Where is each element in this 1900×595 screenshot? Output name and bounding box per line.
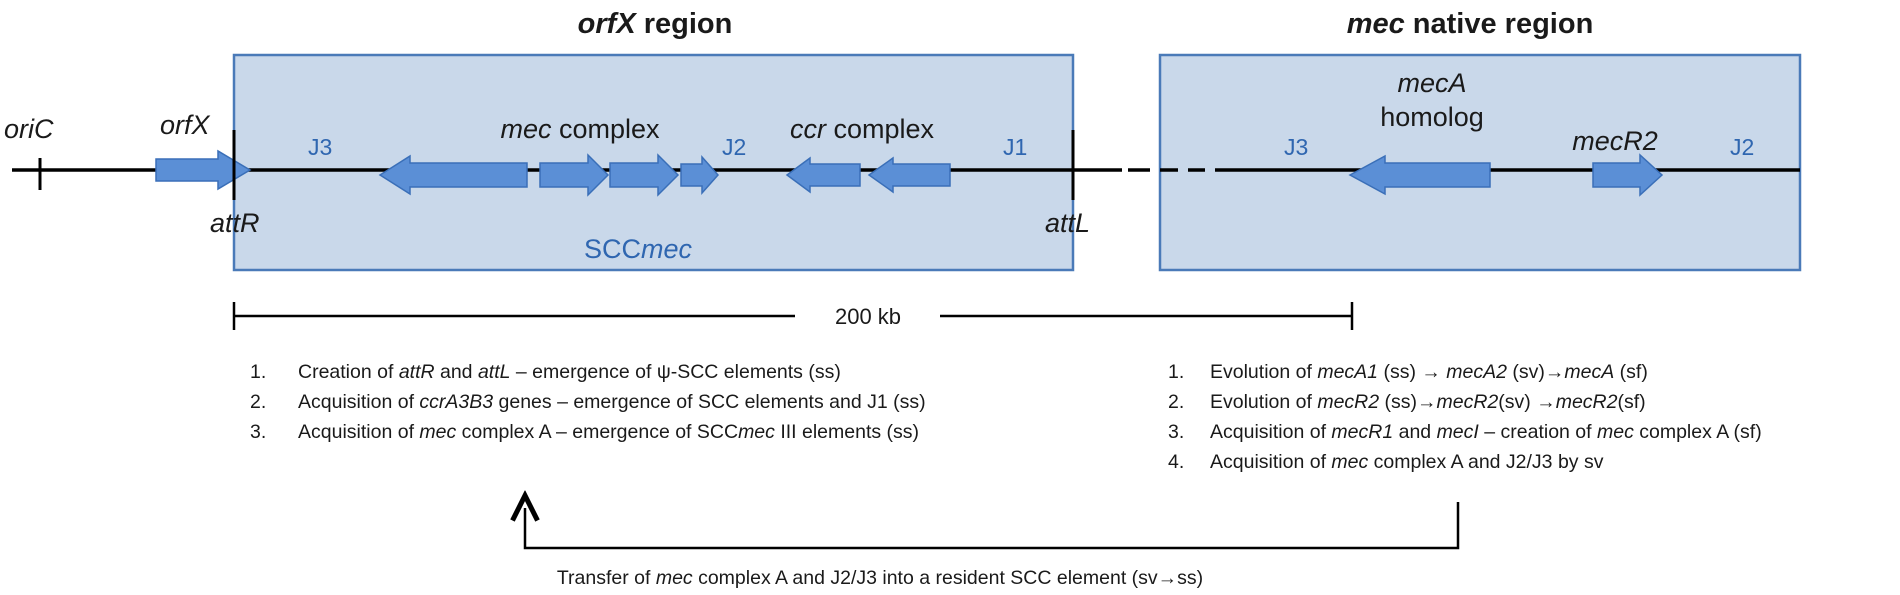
rich-text-run: Creation of [298, 361, 399, 383]
rich-text-run: Acquisition of [1210, 421, 1331, 443]
rich-text-run: and [1393, 421, 1436, 443]
rich-text-run: Transfer of [557, 567, 656, 589]
rich-text-run: Evolution of [1210, 391, 1317, 413]
rich-text-run: – emergence of ψ-SCC elements (ss) [510, 361, 840, 383]
rich-text-run: sv [1584, 451, 1604, 473]
rich-text-run: and [435, 361, 478, 383]
rich-text-run: mecI [1437, 421, 1480, 443]
rich-text-run: attR [399, 361, 435, 383]
rich-text-run: mecA2 [1446, 361, 1507, 383]
rich-text-run: mec [1597, 421, 1634, 443]
mecr2-label: mecR2 [1572, 126, 1658, 156]
step-text: Acquisition of mecR1 and mecI – creation… [1210, 421, 1762, 443]
step-number: 1. [250, 361, 266, 383]
sccmec-label: SCCmec [584, 234, 693, 264]
rich-text-run: Acquisition of [298, 391, 419, 413]
right-steps-list: 1.Evolution of mecA1 (ss) → mecA2 (sv)→m… [1168, 361, 1762, 473]
rich-text-run: mecA1 [1317, 361, 1378, 383]
mec-complex-label: mec complex [500, 114, 660, 144]
rich-text-run: (sf) [1617, 391, 1645, 413]
mec-gene-arrow-left [378, 154, 528, 196]
ccr-complex-label: ccr complex [790, 114, 935, 144]
rich-text-run: (sv) → [1498, 391, 1555, 413]
rich-text-run: mecR2 [1317, 391, 1379, 413]
rich-text-run: Acquisition of [298, 421, 419, 443]
orfx-j2-label: J2 [722, 134, 746, 160]
rich-text-run: III elements (ss) [775, 421, 919, 443]
rich-text-run: (ss)→ [1379, 391, 1436, 413]
rich-text-run: Acquisition of [1210, 451, 1331, 473]
rich-text-run: complex A (sf) [1634, 421, 1762, 443]
transfer-connector-line [525, 502, 1460, 550]
rich-text-run: mec [656, 567, 693, 589]
rich-text-run: complex A and J2/J3 by [1368, 451, 1584, 473]
ccr-gene-arrow-2 [867, 156, 951, 194]
rich-text-run: mecA [1564, 361, 1614, 383]
rich-text-run: complex A – emergence of SCC [456, 421, 738, 443]
step-text: Evolution of mecA1 (ss) → mecA2 (sv)→mec… [1210, 361, 1648, 383]
step-number: 3. [250, 421, 266, 443]
ccr-gene-arrow-1 [785, 156, 861, 194]
step-text: Creation of attR and attL – emergence of… [298, 361, 841, 383]
attr-label: attR [210, 208, 260, 238]
step-text: Acquisition of mec complex A and J2/J3 b… [1210, 451, 1604, 473]
scale-bar-label: 200 kb [835, 304, 901, 329]
mec-gene-arrow-right-3 [680, 155, 720, 195]
rich-text-run: mecR2 [1556, 391, 1618, 413]
orfx-region-title: orfX region [578, 8, 733, 40]
orfx-label: orfX [160, 110, 211, 140]
oric-label: oriC [4, 114, 54, 144]
step-number: 1. [1168, 361, 1184, 383]
rich-text-run: – creation of [1479, 421, 1597, 443]
step-text: Evolution of mecR2 (ss)→mecR2(sv) →mecR2… [1210, 391, 1646, 413]
step-number: 2. [250, 391, 266, 413]
native-j3-label: J3 [1284, 134, 1308, 160]
left-steps-list: 1. Creation of attR and attL – emergence … [250, 361, 926, 443]
rich-text-run: genes – emergence of SCC elements and J1… [493, 391, 925, 413]
meca-homolog-arrow [1348, 154, 1491, 196]
rich-text-run: mec [419, 421, 456, 443]
rich-text-run: mecR2 [1437, 391, 1499, 413]
rich-text-run: (sv)→ [1507, 361, 1564, 383]
mec-gene-arrow-right-2 [609, 153, 680, 197]
orfx-j3-label: J3 [308, 134, 332, 160]
step-number: 3. [1168, 421, 1184, 443]
step-text: Acquisition of ccrA3B3 genes – emergence… [298, 391, 926, 413]
step-text: Acquisition of mec complex A – emergence… [298, 421, 919, 443]
rich-text-run: Evolution of [1210, 361, 1317, 383]
step-number: 2. [1168, 391, 1184, 413]
native-j2-label: J2 [1730, 134, 1754, 160]
rich-text-run: mecR1 [1331, 421, 1393, 443]
homolog-label: homolog [1380, 102, 1484, 132]
mecr2-gene-arrow [1592, 153, 1664, 197]
mec-native-region-title: mec native region [1347, 8, 1594, 40]
rich-text-run: (ss) → [1378, 361, 1446, 383]
transfer-caption: Transfer of mec complex A and J2/J3 into… [557, 567, 1203, 589]
rich-text-run: complex A and J2/J3 into a resident SCC … [693, 567, 1203, 589]
rich-text-run: (sf) [1614, 361, 1648, 383]
mec-gene-arrow-right-1 [539, 153, 610, 197]
step-number: 4. [1168, 451, 1184, 473]
orfx-j1-label: J1 [1003, 134, 1027, 160]
meca-label: mecA [1397, 68, 1466, 98]
rich-text-run: attL [478, 361, 511, 383]
attl-label: attL [1045, 208, 1090, 238]
rich-text-run: mec [738, 421, 775, 443]
rich-text-run: mec [1331, 451, 1368, 473]
rich-text-run: ccrA3B3 [419, 391, 493, 413]
